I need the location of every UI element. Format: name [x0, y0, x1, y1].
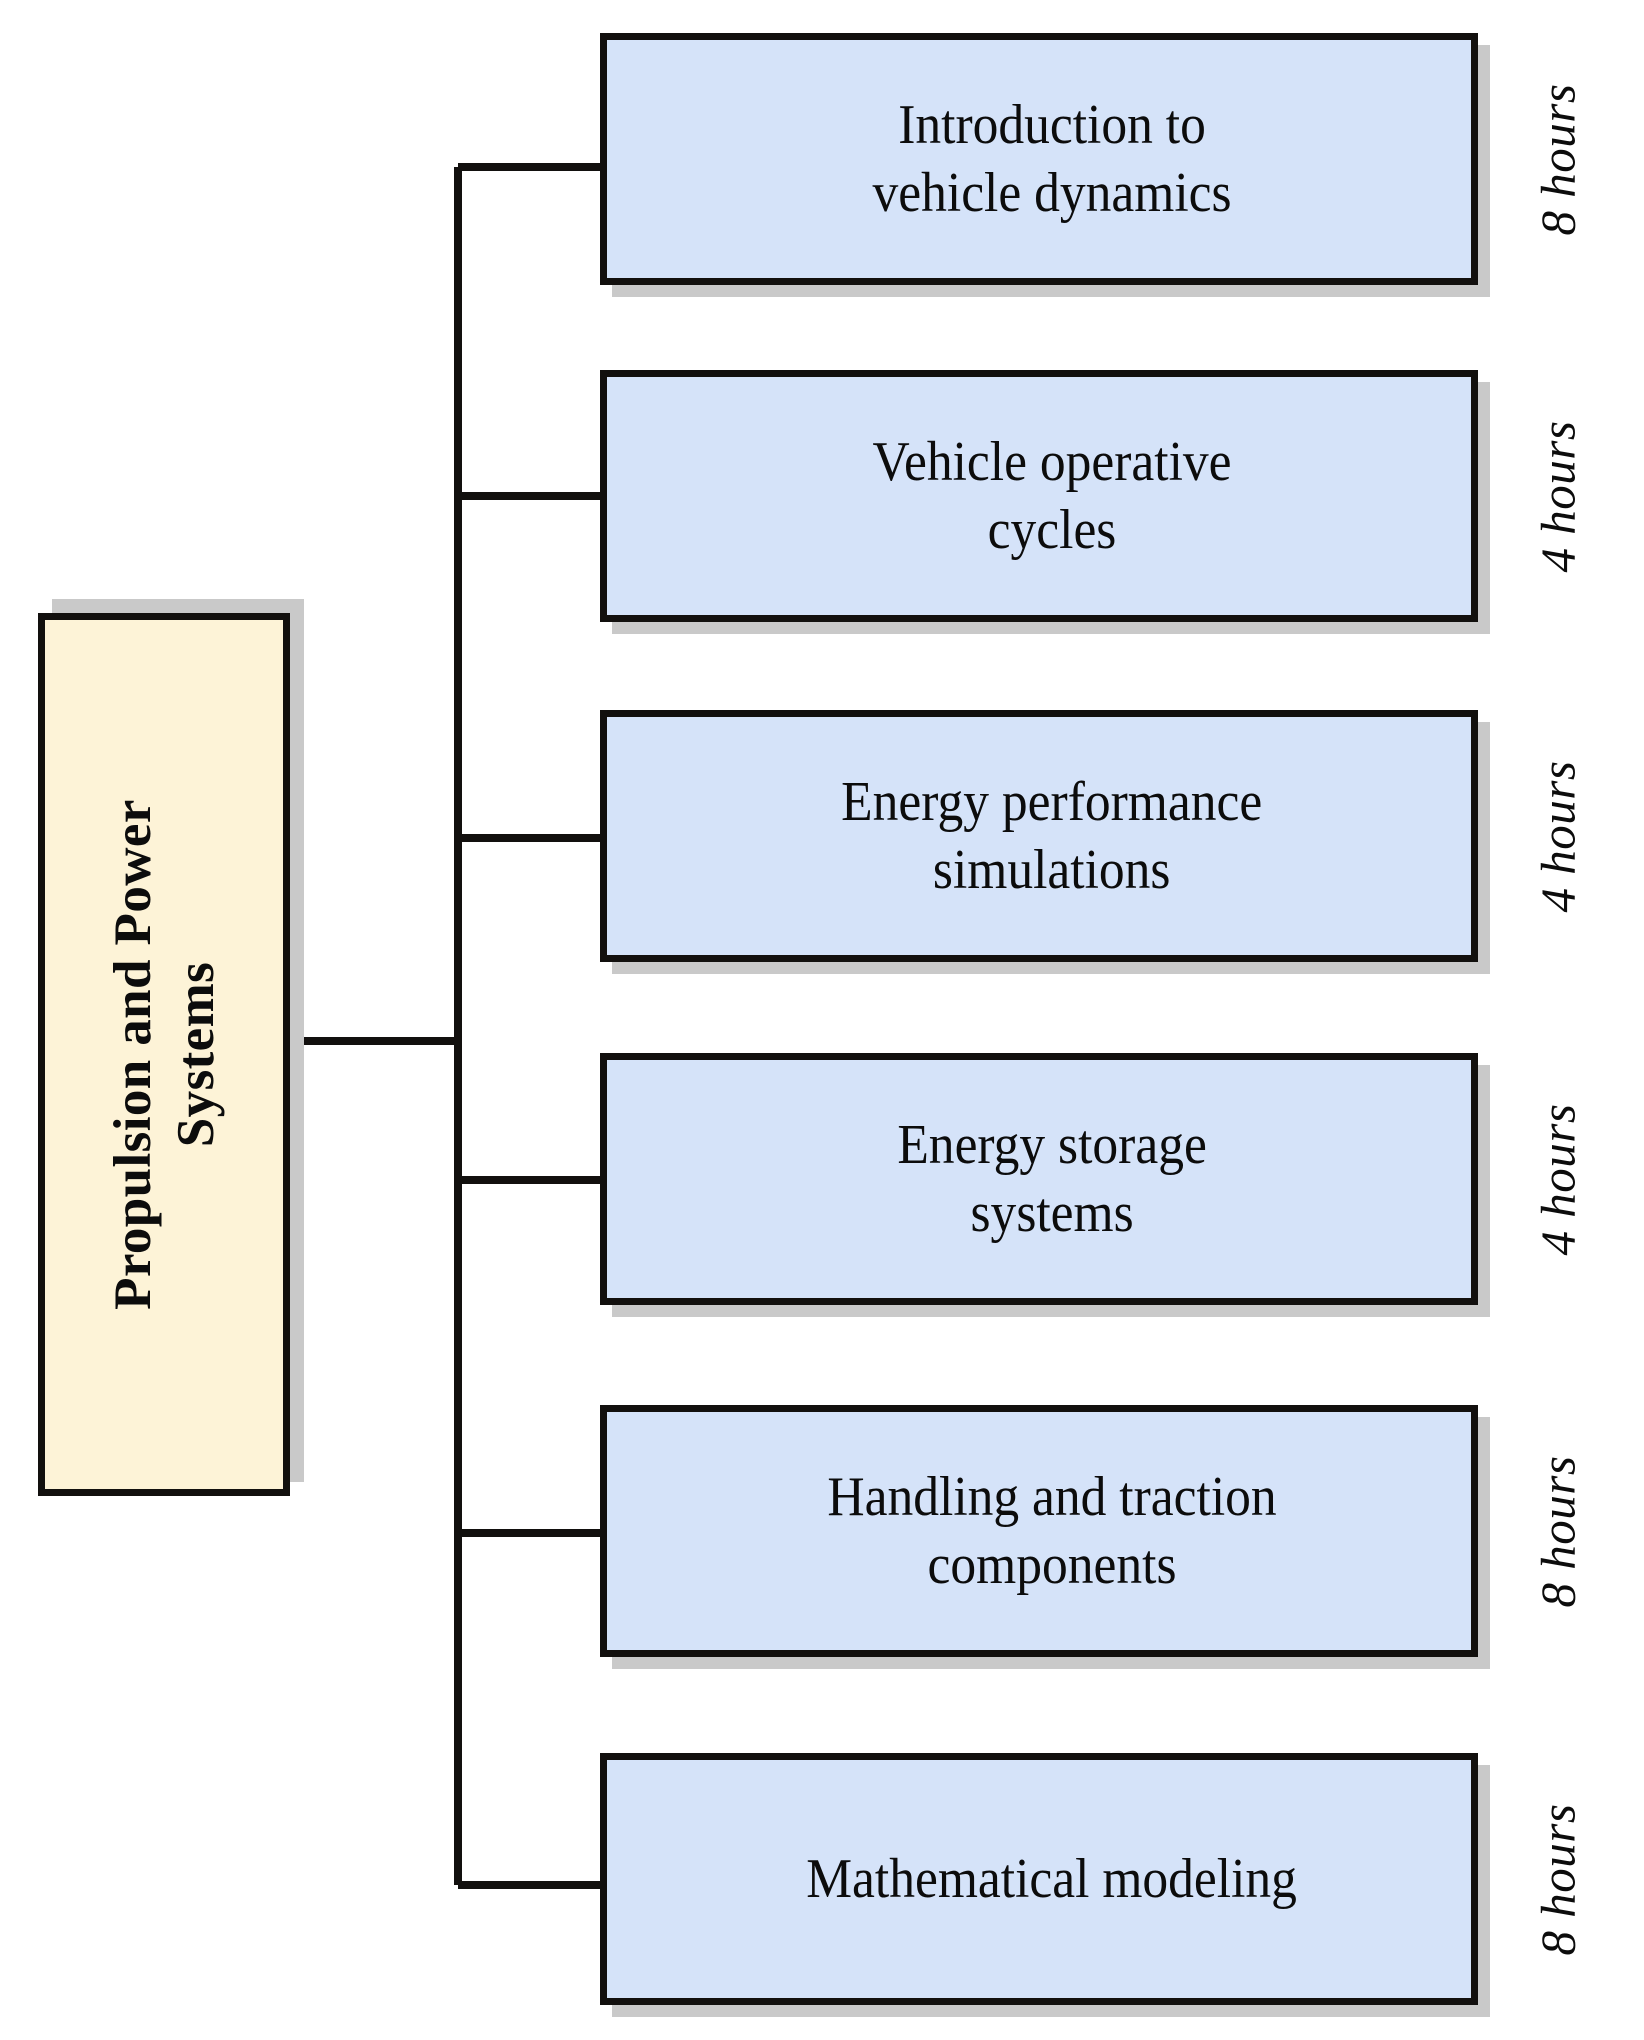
leaf-node-label-6-line-1: Mathematical modeling	[806, 1847, 1298, 1910]
leaf-node-label-3-line-1: Energy performance	[841, 770, 1263, 833]
leaf-node-label-5-line-2: components	[927, 1534, 1177, 1596]
leaf-node-label-4: Energy storage systems	[847, 1111, 1230, 1248]
hours-label-2: 4 hours	[1498, 370, 1618, 622]
leaf-node-energy-storage-systems[interactable]: Energy storage systems	[600, 1053, 1478, 1305]
leaf-node-introduction-to-vehicle-dynamics[interactable]: Introduction to vehicle dynamics	[600, 33, 1478, 285]
leaf-node-mathematical-modeling[interactable]: Mathematical modeling	[600, 1753, 1478, 2005]
hours-label-1-text: 8 hours	[1530, 83, 1586, 235]
leaf-node-label-1-line-1: Introduction to	[898, 93, 1206, 156]
root-node-label-line-2: Systems	[166, 961, 225, 1148]
hours-label-4: 4 hours	[1498, 1053, 1618, 1305]
hours-label-2-text: 4 hours	[1530, 420, 1586, 572]
hours-label-1: 8 hours	[1498, 33, 1618, 285]
leaf-node-handling-and-traction-components[interactable]: Handling and traction components	[600, 1405, 1478, 1657]
root-node-label-line-1: Propulsion and Power	[103, 799, 162, 1310]
leaf-node-label-2-line-1: Vehicle operative	[872, 430, 1232, 493]
hours-label-6: 8 hours	[1498, 1753, 1618, 2005]
leaf-node-label-3-line-2: simulations	[933, 839, 1171, 901]
root-node-inner: Propulsion and Power Systems	[45, 620, 283, 1489]
leaf-node-label-5-line-1: Handling and traction	[827, 1465, 1277, 1528]
root-node-label: Propulsion and Power Systems	[101, 799, 226, 1310]
leaf-node-label-3: Energy performance simulations	[792, 768, 1287, 905]
hours-label-3: 4 hours	[1498, 710, 1618, 962]
leaf-node-label-1-line-2: vehicle dynamics	[872, 162, 1232, 224]
hours-label-3-text: 4 hours	[1530, 760, 1586, 912]
leaf-node-label-6: Mathematical modeling	[757, 1845, 1321, 1913]
leaf-node-label-2-line-2: cycles	[987, 499, 1117, 561]
leaf-node-label-5: Handling and traction components	[778, 1463, 1301, 1600]
leaf-node-label-4-line-1: Energy storage	[897, 1113, 1207, 1176]
leaf-node-energy-performance-simulations[interactable]: Energy performance simulations	[600, 710, 1478, 962]
hours-label-4-text: 4 hours	[1530, 1103, 1586, 1255]
leaf-node-label-4-line-2: systems	[970, 1182, 1134, 1244]
hours-label-5: 8 hours	[1498, 1405, 1618, 1657]
root-node-propulsion-and-power-systems[interactable]: Propulsion and Power Systems	[38, 613, 290, 1496]
leaf-node-label-2: Vehicle operative cycles	[823, 428, 1256, 565]
leaf-node-label-1: Introduction to vehicle dynamics	[823, 91, 1256, 228]
leaf-node-vehicle-operative-cycles[interactable]: Vehicle operative cycles	[600, 370, 1478, 622]
hours-label-5-text: 8 hours	[1530, 1455, 1586, 1607]
hours-label-6-text: 8 hours	[1530, 1803, 1586, 1955]
